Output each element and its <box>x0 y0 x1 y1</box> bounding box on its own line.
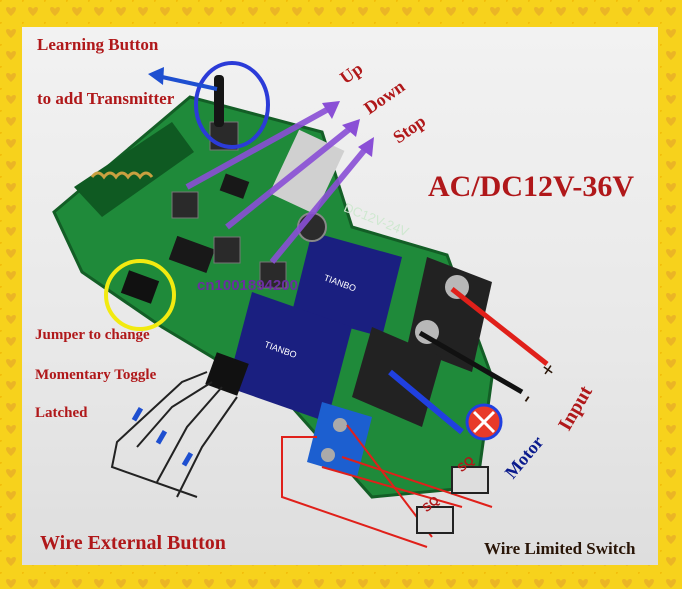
limit-switches <box>416 466 489 534</box>
wire-black <box>418 330 524 395</box>
momentary-toggle-label: Momentary Toggle <box>35 367 157 383</box>
jumper-highlight-ring <box>104 259 176 331</box>
wire-red <box>450 287 549 366</box>
tact-buttons <box>171 121 287 289</box>
watermark: cn1001894200 <box>197 277 298 294</box>
voltage-label: AC/DC12V-36V <box>428 170 635 203</box>
terminal-block-blue <box>307 402 372 477</box>
add-transmitter-label: to add Transmitter <box>37 89 175 108</box>
learning-button-highlight-ring <box>194 61 270 149</box>
rf-module <box>74 122 194 217</box>
wire-external-button-label: Wire External Button <box>40 532 226 554</box>
relay-top: TIANBO <box>292 232 402 337</box>
latched-label: Latched <box>35 405 88 421</box>
learning-arrow <box>161 75 218 91</box>
learning-button-label: Learning Button <box>37 35 159 54</box>
motor-symbol <box>465 403 503 441</box>
button-arrows <box>185 104 370 264</box>
external-button-switches <box>131 406 194 467</box>
external-button-wiring <box>110 371 238 498</box>
relay-board-photo: TIANBO TIANBO <box>52 61 549 548</box>
wire-blue <box>388 369 464 435</box>
relay-bottom: TIANBO <box>227 292 352 422</box>
jumper-label: Jumper to change <box>35 327 150 343</box>
wire-limited-switch-label: Wire Limited Switch <box>484 539 636 558</box>
photo-area: TIANBO TIANBO <box>22 27 658 565</box>
